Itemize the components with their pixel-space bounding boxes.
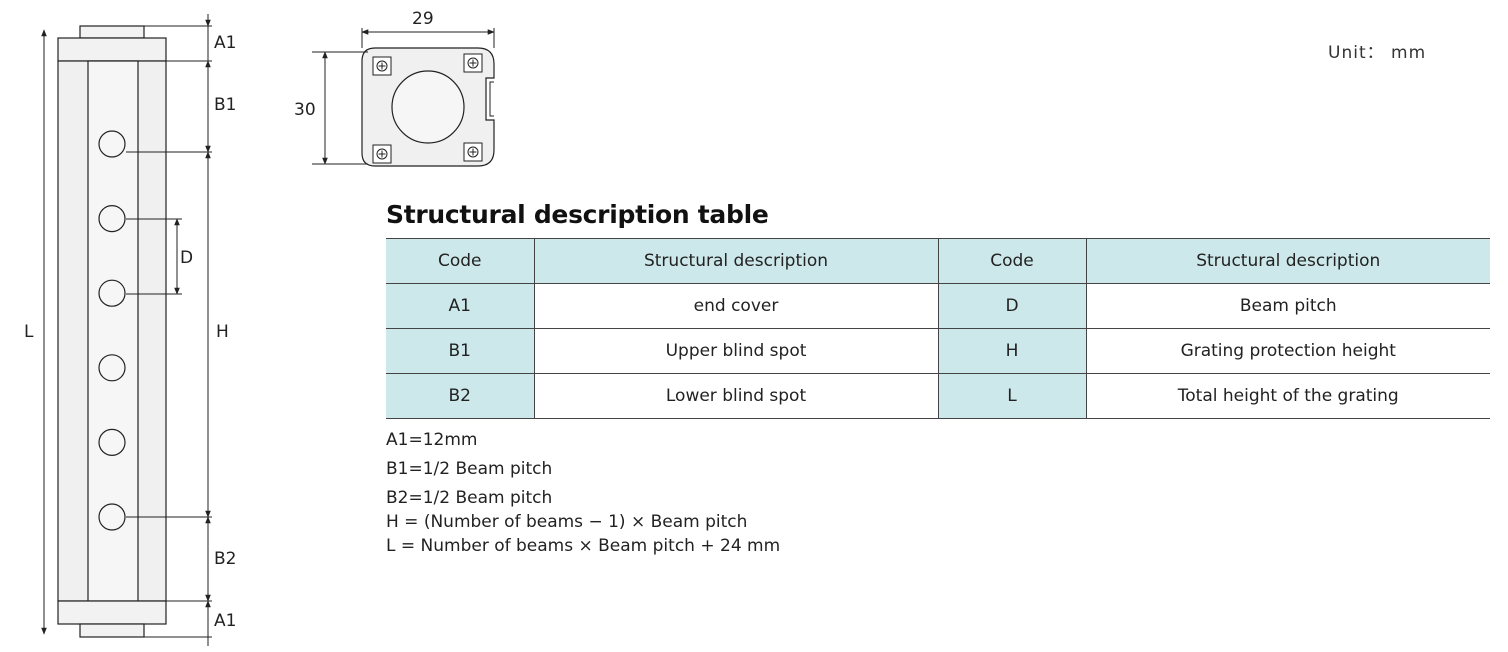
note-b2: B2=1/2 Beam pitch (386, 488, 553, 508)
formula-notes: A1=12mm B1=1/2 Beam pitch B2=1/2 Beam pi… (386, 428, 780, 558)
beam-group (98, 130, 126, 531)
table-row: B2 Lower blind spot L Total height of th… (386, 373, 1490, 419)
cell-code: L (937, 373, 1086, 419)
beam-emitter (98, 428, 126, 456)
dimension-total: L (24, 29, 47, 635)
side-view (57, 25, 167, 638)
label-total: L (24, 322, 34, 342)
label-protection-height: H (216, 322, 229, 342)
screw-icon (463, 142, 483, 162)
header-description-right: Structural description (1085, 238, 1490, 284)
unit-label: Unit： mm (1328, 43, 1427, 63)
beam-emitter (98, 503, 126, 531)
cell-code: B1 (386, 328, 534, 374)
label-end-cover-bottom: A1 (214, 611, 236, 631)
end-view (361, 47, 495, 167)
cell-code: H (937, 328, 1086, 374)
bottom-end-cover (57, 600, 167, 625)
header-code-right: Code (937, 238, 1086, 284)
label-blind-bottom: B2 (214, 549, 236, 569)
beam-emitter (98, 354, 126, 382)
label-width: 29 (412, 9, 434, 29)
header-code-left: Code (386, 238, 534, 284)
mounting-slot (489, 81, 494, 117)
cell-description: end cover (533, 283, 938, 329)
end-view-dimensions (312, 28, 495, 165)
label-blind-top: B1 (214, 95, 236, 115)
note-h: H = (Number of beams − 1) × Beam pitch (386, 512, 748, 532)
label-height: 30 (294, 100, 316, 120)
note-b1: B1=1/2 Beam pitch (386, 459, 553, 479)
cell-description: Total height of the grating (1085, 373, 1490, 419)
label-end-cover-top: A1 (214, 33, 236, 53)
lens-circle (391, 70, 465, 144)
cell-description: Upper blind spot (533, 328, 938, 374)
table-header-row: Code Structural description Code Structu… (386, 238, 1490, 284)
label-pitch: D (180, 248, 193, 268)
cell-code: D (937, 283, 1086, 329)
beam-emitter (98, 205, 126, 233)
cell-code: B2 (386, 373, 534, 419)
screw-group (372, 53, 483, 164)
cell-description: Lower blind spot (533, 373, 938, 419)
beam-emitter (98, 279, 126, 307)
screw-icon (372, 56, 392, 76)
table-title: Structural description table (386, 200, 769, 229)
note-l: L = Number of beams × Beam pitch + 24 mm (386, 536, 781, 556)
screw-icon (372, 144, 392, 164)
cell-code: A1 (386, 283, 534, 329)
top-cap (79, 25, 145, 39)
table-row: B1 Upper blind spot H Grating protection… (386, 328, 1490, 374)
screw-icon (463, 53, 483, 73)
beam-emitter (98, 130, 126, 158)
note-a1: A1=12mm (386, 430, 478, 450)
table-row: A1 end cover D Beam pitch (386, 283, 1490, 329)
header-description-left: Structural description (533, 238, 938, 284)
structural-description-table: Code Structural description Code Structu… (386, 238, 1490, 419)
cell-description: Grating protection height (1085, 328, 1490, 374)
bottom-cap (79, 623, 145, 638)
top-end-cover (57, 37, 167, 62)
dimension-chain (126, 14, 212, 646)
cell-description: Beam pitch (1085, 283, 1490, 329)
